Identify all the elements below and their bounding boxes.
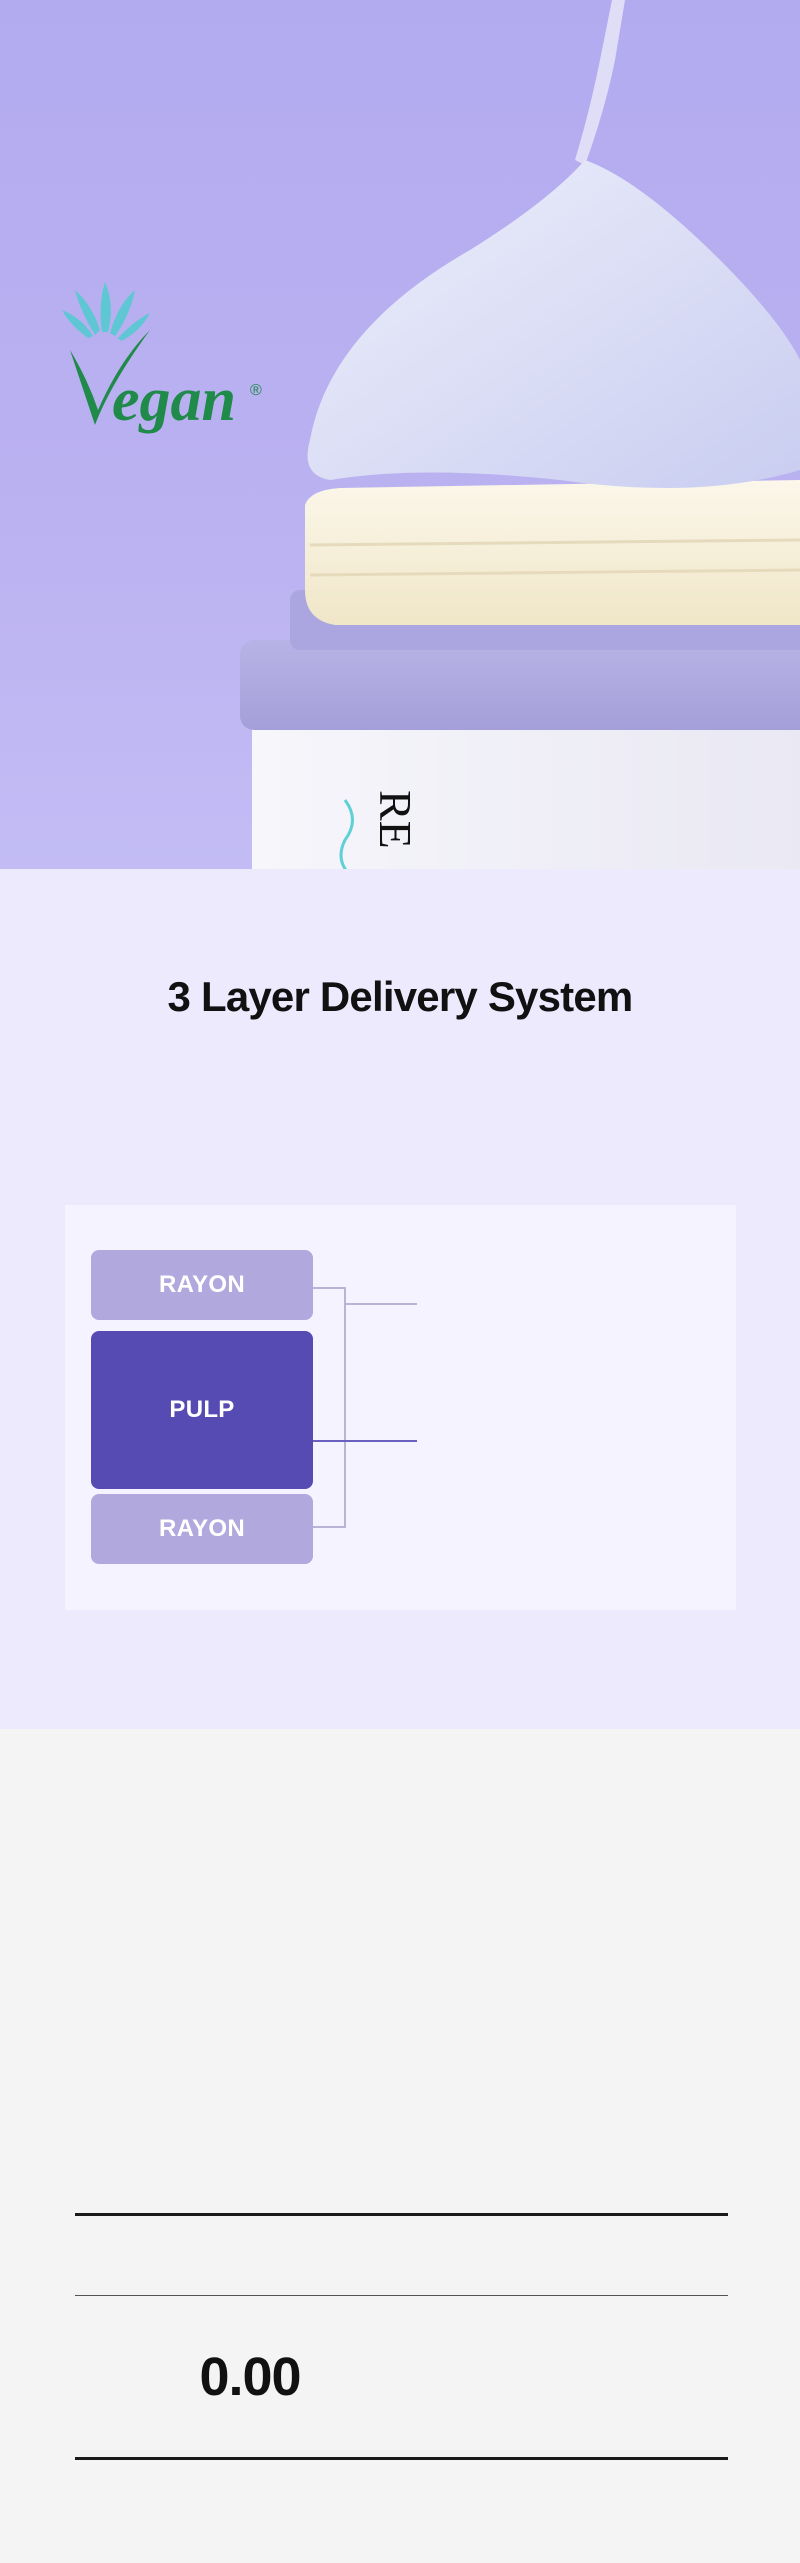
- layer-diagram: RAYON PULP RAYON: [65, 1205, 736, 1610]
- vegan-badge: egan ®: [62, 282, 262, 434]
- divider-top: [75, 2213, 728, 2216]
- layer-rayon-bottom: RAYON: [91, 1494, 313, 1564]
- jar-brand-text: RE: [370, 790, 421, 849]
- layer-connector-lines: [313, 1287, 417, 1528]
- leaf-icon: [62, 282, 150, 341]
- divider-bottom: [75, 2457, 728, 2460]
- registered-mark: ®: [250, 382, 262, 399]
- section-title: 3 Layer Delivery System: [167, 973, 634, 1020]
- summary-value: 0.00: [199, 2347, 301, 2407]
- summary-section: 0.00: [0, 1729, 800, 2563]
- divider-middle: [75, 2295, 728, 2296]
- layer-rayon-top: RAYON: [91, 1250, 313, 1320]
- vegan-badge-text: egan: [112, 366, 236, 434]
- hero-banner: RE egan ®: [0, 0, 800, 869]
- layer-pulp: PULP: [91, 1331, 313, 1489]
- layer-system-section: 3 Layer Delivery System RAYON PULP RAYON: [0, 869, 800, 1729]
- hero-product-image: RE egan ®: [62, 0, 800, 869]
